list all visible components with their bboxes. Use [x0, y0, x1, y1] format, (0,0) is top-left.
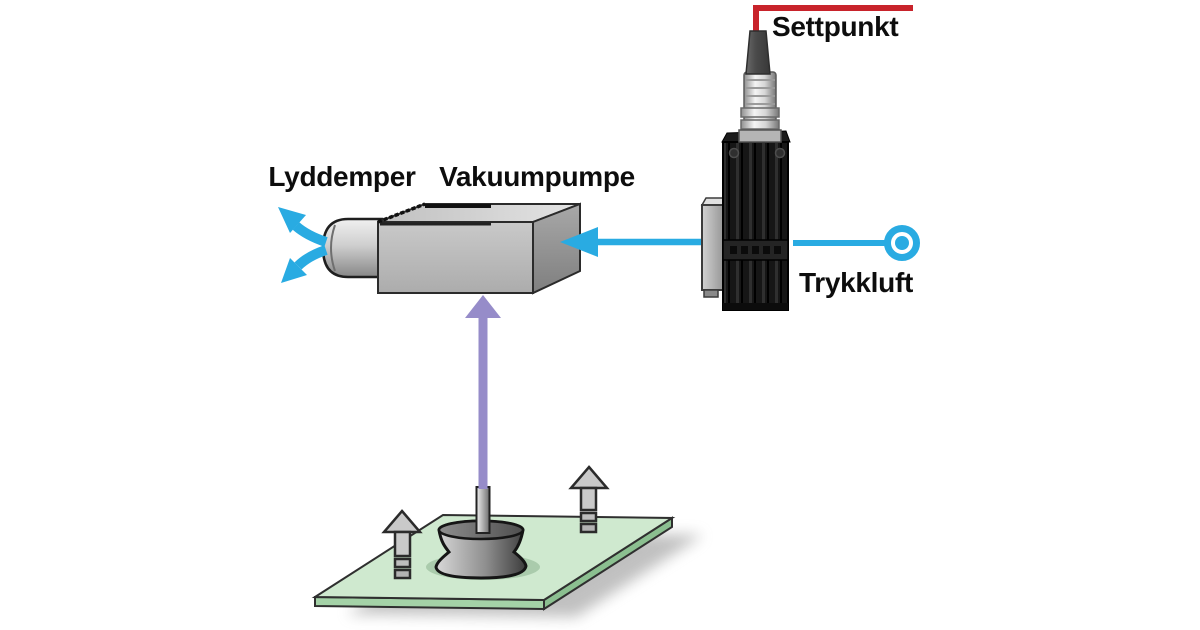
- cable-connector: [738, 30, 782, 143]
- proportional-valve: [700, 130, 791, 311]
- vacuum-line-arrow: [465, 295, 501, 489]
- left-arrow-icon: [560, 227, 598, 257]
- air-line-to-pump: [560, 227, 706, 257]
- cable-boot: [745, 30, 771, 75]
- up-arrow-icon: [478, 315, 488, 489]
- vacuum-pump: [377, 202, 581, 295]
- suction-cup-fitting: [475, 486, 491, 534]
- vacuum-pump-label: Vakuumpumpe: [439, 161, 635, 192]
- setpoint-label: Settpunkt: [772, 11, 898, 42]
- silencer-label: Lyddemper: [268, 161, 416, 192]
- lift-arrow-left: [381, 509, 423, 580]
- lift-arrow-right: [568, 465, 610, 534]
- silencer: [321, 217, 384, 279]
- air-line-from-source: [793, 225, 920, 261]
- diverging-exhaust-arrows-icon: [278, 207, 328, 283]
- compressed-air-label: Trykkluft: [799, 267, 913, 298]
